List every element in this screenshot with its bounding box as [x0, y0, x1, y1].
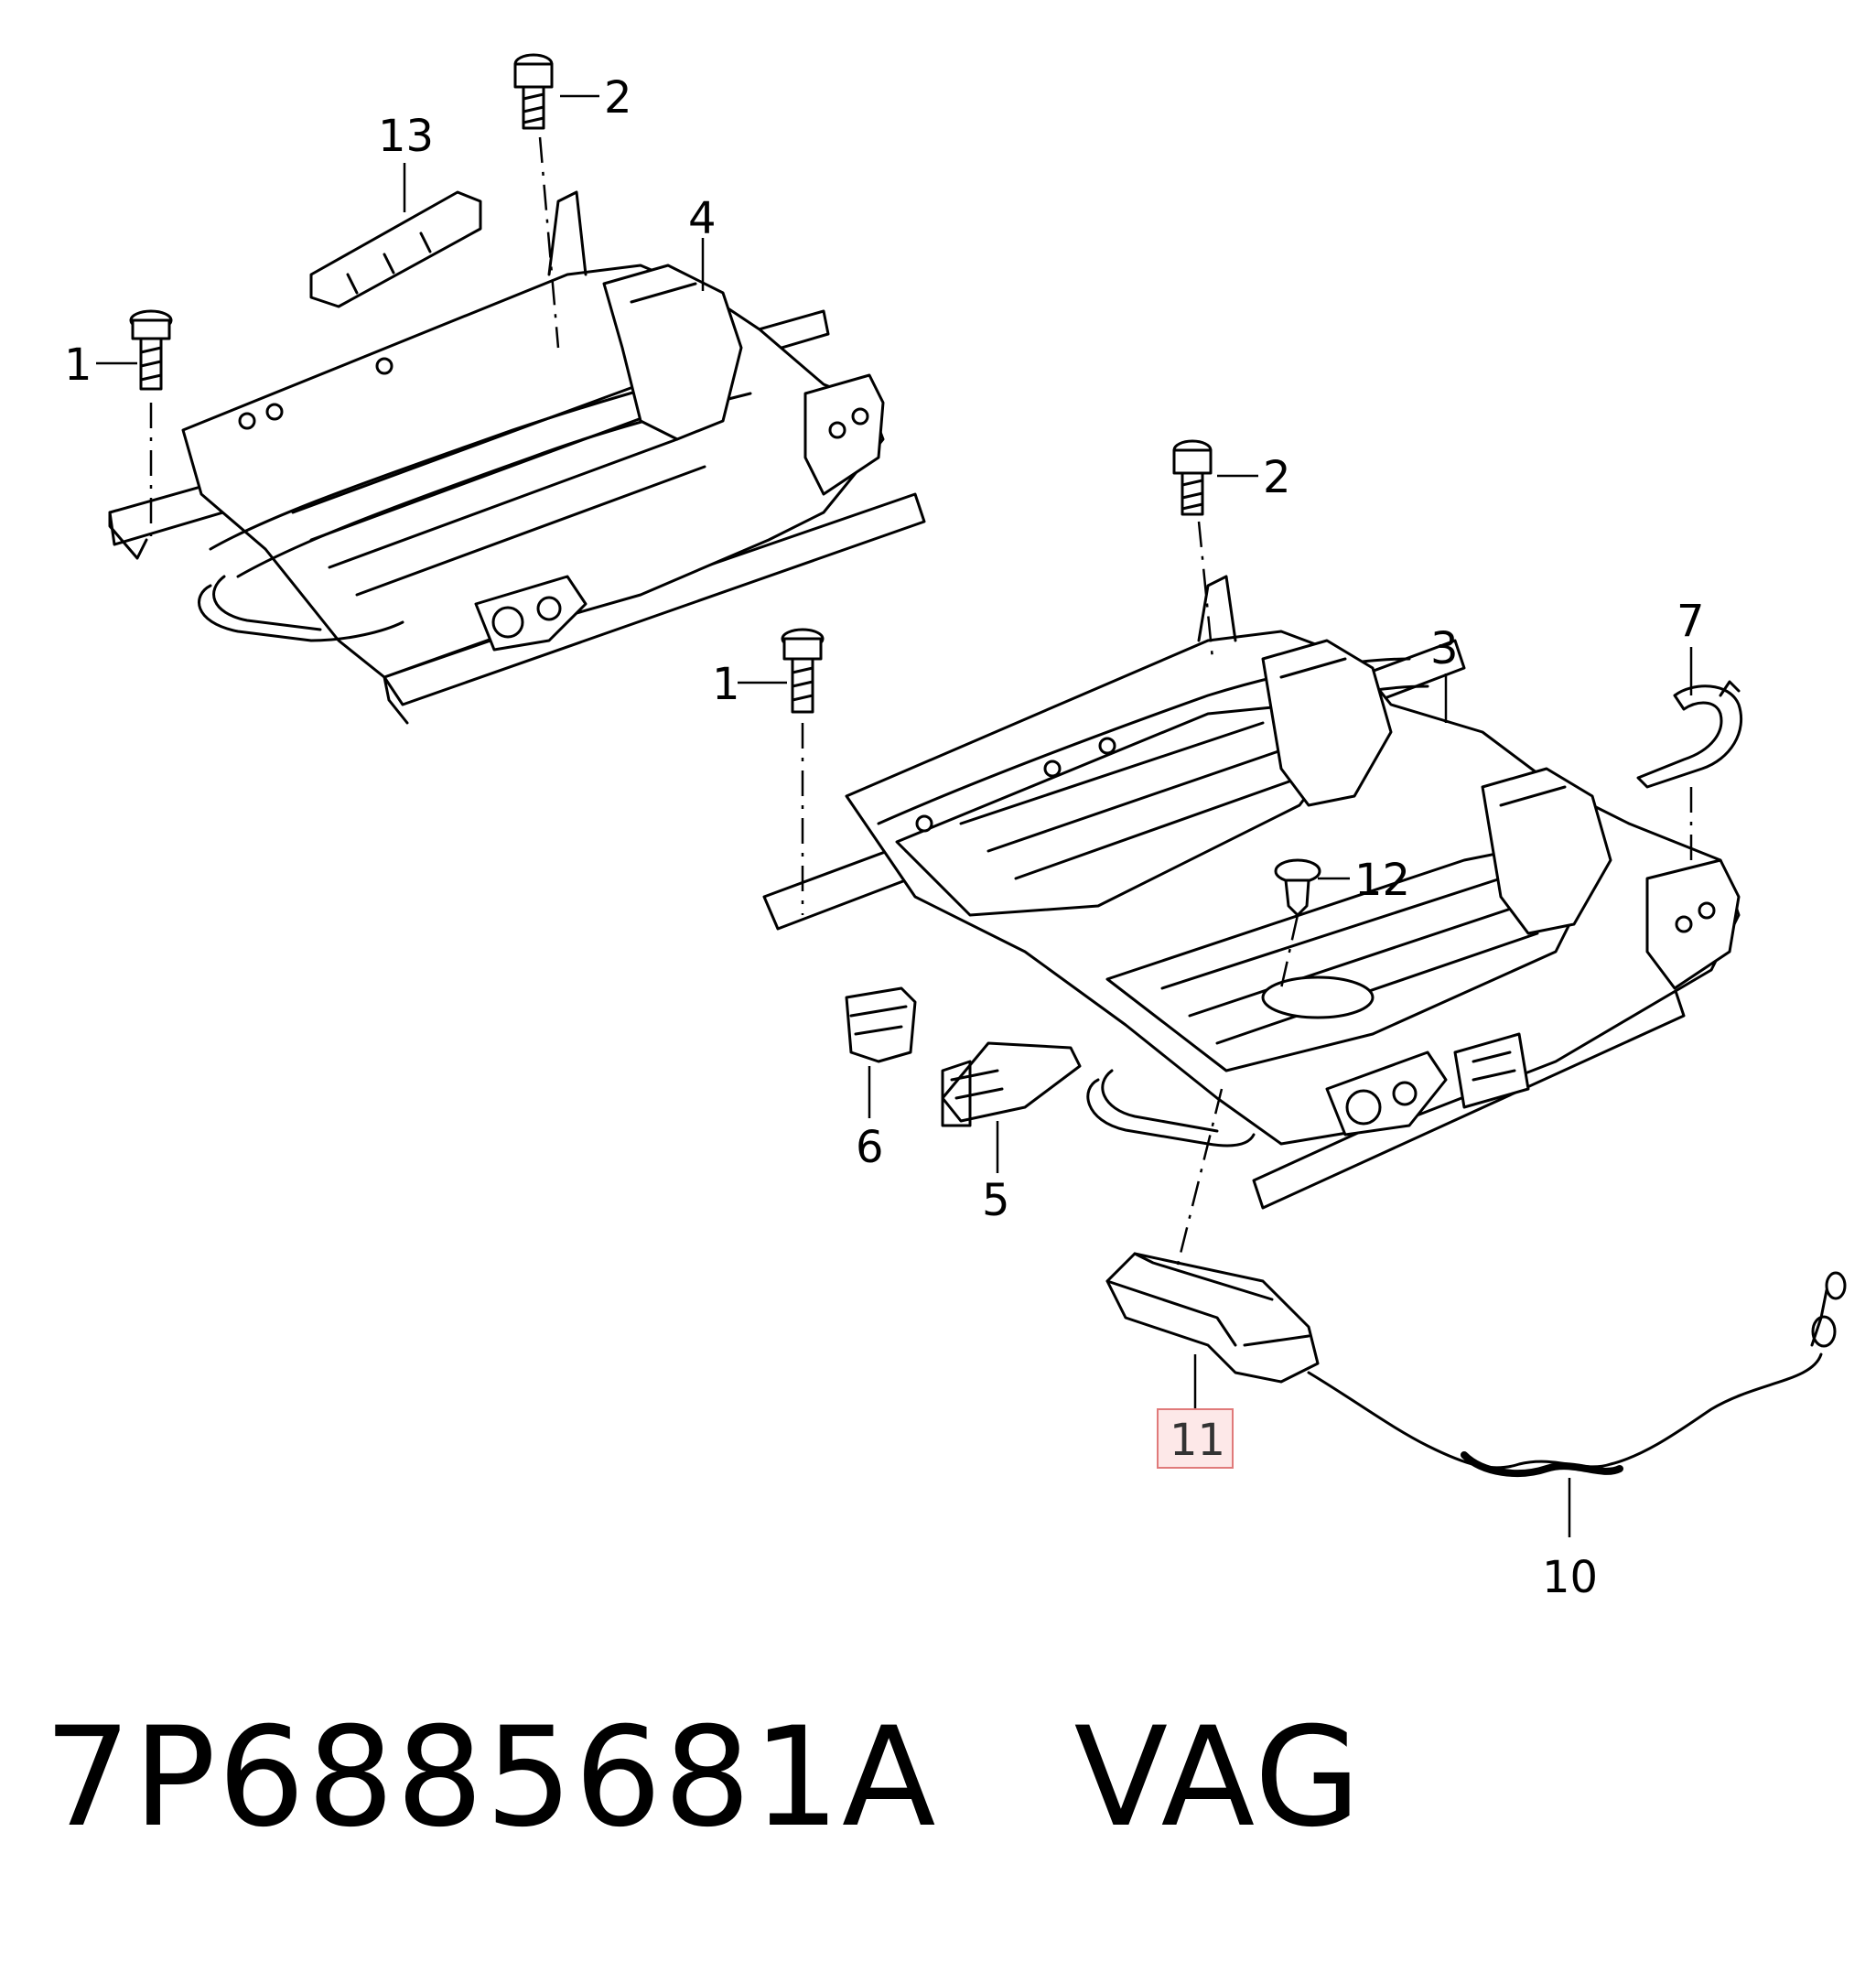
- callout-2-top: 2: [604, 72, 632, 124]
- bolt-2-top: [513, 53, 554, 130]
- callout-7: 7: [1677, 596, 1705, 647]
- cable-10: [1307, 1271, 1847, 1477]
- callout-6: 6: [856, 1122, 884, 1173]
- callout-11-highlight: 11: [1157, 1408, 1234, 1469]
- bracket-7: [1636, 680, 1743, 789]
- clip-6: [845, 986, 917, 1063]
- bolt-1-bottom: [781, 628, 825, 714]
- bracket-13: [309, 190, 482, 308]
- release-handle-11: [1105, 1252, 1320, 1384]
- callout-3: 3: [1430, 623, 1459, 674]
- callout-13: 13: [378, 111, 434, 162]
- highlight-box: [1157, 1408, 1234, 1469]
- guide-5: [941, 1041, 1082, 1127]
- assembly-lines: [149, 136, 1693, 1273]
- callout-10: 10: [1542, 1552, 1598, 1603]
- seat-frame-lower-assembly: [762, 575, 1741, 1210]
- callout-1-bottom: 1: [712, 659, 740, 710]
- callout-2-bottom: 2: [1263, 452, 1291, 503]
- callout-4: 4: [688, 193, 717, 244]
- brand-name: VAG: [1073, 1698, 1363, 1858]
- callout-11: 11: [1170, 1415, 1225, 1466]
- bolt-2-bottom: [1172, 439, 1213, 516]
- callout-12: 12: [1354, 855, 1410, 906]
- callout-1-top: 1: [64, 339, 92, 391]
- bolt-1-top: [129, 309, 173, 391]
- callout-5: 5: [982, 1175, 1010, 1226]
- seat-frame-upper-assembly: [108, 190, 926, 725]
- part-number: 7P6885681A: [44, 1698, 938, 1858]
- part-number-caption: 7P6885681A VAG: [44, 1709, 1363, 1847]
- clip-12: [1274, 858, 1321, 917]
- leader-lines: [96, 94, 1693, 1537]
